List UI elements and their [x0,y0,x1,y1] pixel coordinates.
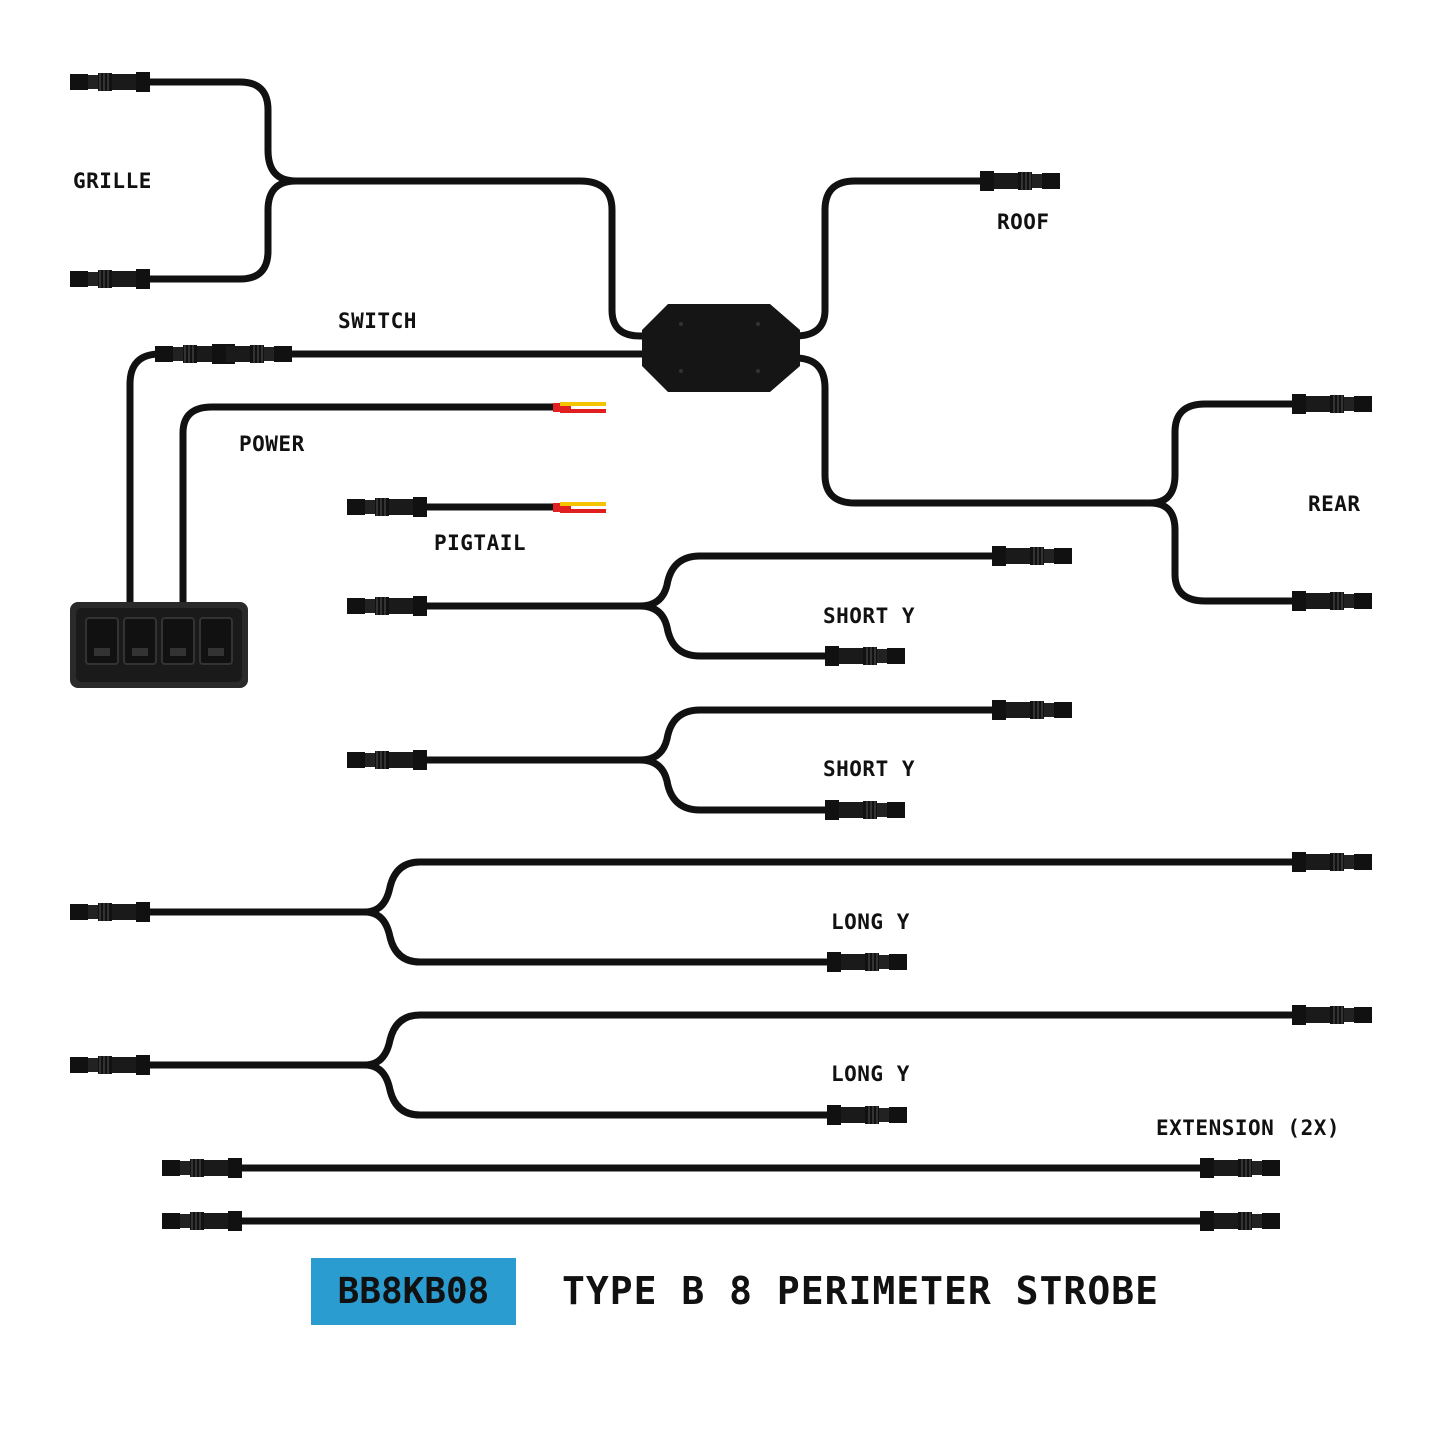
label-extension: EXTENSION (2X) [1156,1116,1341,1140]
label-short-y-1: SHORT Y [823,604,916,628]
label-switch: SWITCH [338,309,417,333]
junction-box-icon [642,304,800,392]
label-power: POWER [239,432,305,456]
label-long-y-2: LONG Y [831,1062,910,1086]
bare-wire-icon [553,502,606,513]
product-code-badge: BB8KB08 [311,1258,516,1325]
switch-panel-icon [70,602,248,688]
product-title: TYPE B 8 PERIMETER STROBE [562,1269,1159,1313]
label-pigtail: PIGTAIL [434,531,527,555]
label-long-y-1: LONG Y [831,910,910,934]
label-rear: REAR [1308,492,1361,516]
label-roof: ROOF [997,210,1050,234]
label-short-y-2: SHORT Y [823,757,916,781]
bare-wire-icon [553,402,606,413]
label-grille: GRILLE [73,169,152,193]
